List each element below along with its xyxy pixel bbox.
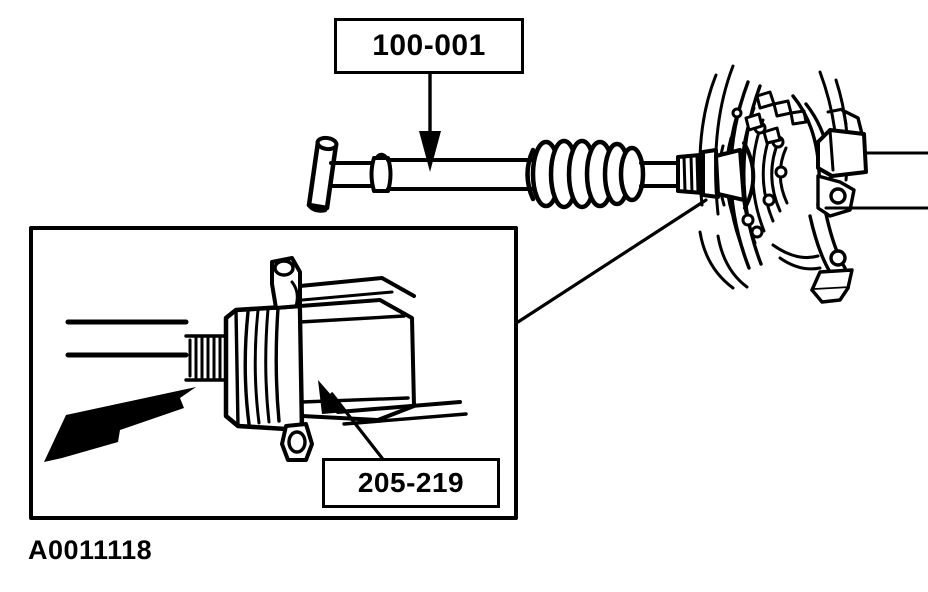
threaded-puller-shaft: [65, 319, 228, 382]
retaining-lug-bottom: [280, 422, 314, 462]
leader-inset-to-hub: [516, 198, 708, 324]
slide-hammer-tool: [306, 135, 720, 213]
knuckle-flange-edges: [336, 400, 468, 426]
retaining-lug-top: [270, 256, 302, 310]
callout-label-service-part: 205-219: [357, 467, 465, 498]
t-handle-grip: [306, 135, 339, 213]
slide-shaft-lower: [329, 161, 376, 188]
leader-tool-callout: [419, 72, 441, 172]
callout-label-special-tool: 100-001: [372, 29, 486, 62]
caliper-bracket: [816, 107, 868, 178]
callout-box-service-part[interactable]: 205-219: [322, 458, 500, 508]
bearing-housing: [223, 303, 305, 433]
weight-coil: [525, 138, 646, 210]
leader-part-callout: [318, 380, 384, 460]
detail-inset-contents: [44, 256, 468, 462]
wheel-hub-assembly: [698, 64, 928, 304]
arrowhead-upleft-icon: [318, 380, 346, 414]
figure-id-label: A0011118: [28, 535, 153, 565]
arrowhead-down-icon: [419, 131, 441, 172]
threaded-tip: [676, 148, 720, 199]
abs-ring-teeth: [744, 90, 808, 145]
slide-shaft-main: [386, 158, 535, 191]
callout-box-special-tool[interactable]: 100-001: [334, 18, 524, 74]
pull-direction-arrow: [44, 387, 196, 462]
steering-knuckle: [808, 174, 856, 304]
